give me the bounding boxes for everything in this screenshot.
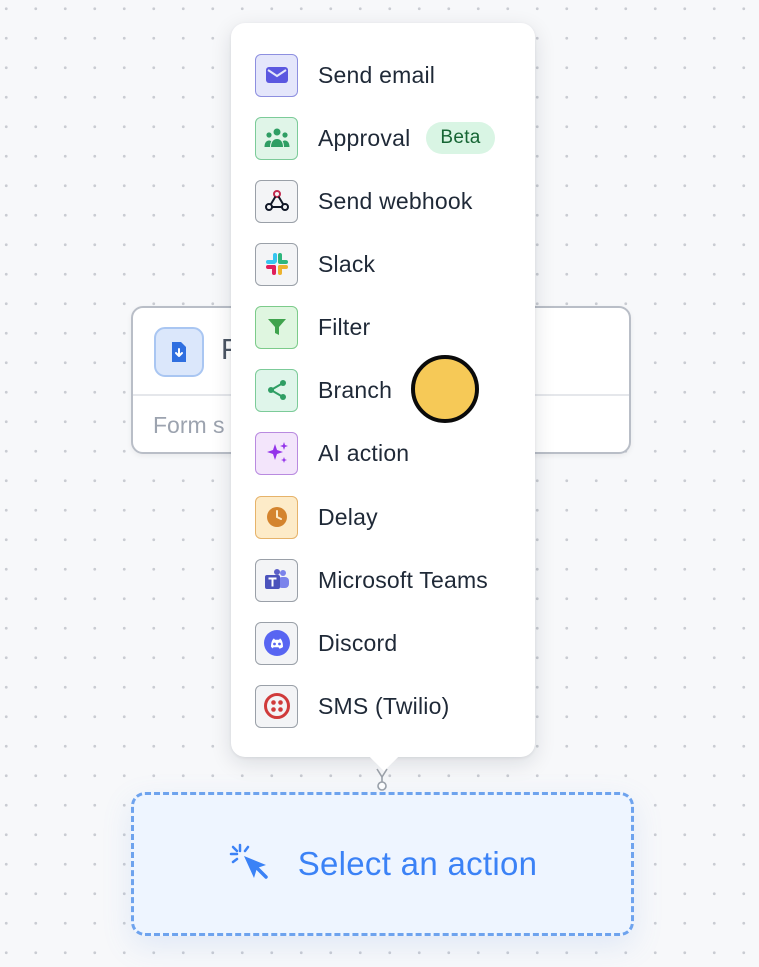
- menu-item-label: Branch: [318, 376, 393, 403]
- menu-item-label: Approval: [318, 124, 411, 151]
- menu-item-delay[interactable]: Delay: [255, 495, 525, 539]
- menu-item-send-webhook[interactable]: Send webhook: [255, 179, 525, 223]
- menu-item-label: AI action: [318, 439, 410, 466]
- menu-item-discord[interactable]: Discord: [255, 621, 525, 665]
- people-icon: [255, 116, 298, 160]
- menu-item-ai-action[interactable]: AI action: [255, 431, 525, 475]
- clock-icon: [255, 495, 298, 539]
- teams-icon: [255, 558, 298, 602]
- menu-item-send-email[interactable]: Send email: [255, 53, 525, 97]
- select-action-label: Select an action: [297, 845, 538, 882]
- sparkles-icon: [255, 431, 298, 475]
- select-action-node[interactable]: Select an action: [131, 792, 634, 936]
- trigger-subtitle: Form s: [153, 412, 225, 438]
- cursor-marker: [411, 355, 479, 423]
- menu-item-approval[interactable]: Approval Beta: [255, 116, 525, 160]
- cursor-click-icon: [229, 843, 268, 879]
- menu-item-microsoft-teams[interactable]: Microsoft Teams: [255, 558, 525, 602]
- menu-item-branch[interactable]: Branch: [255, 368, 525, 412]
- webhook-icon: [255, 179, 298, 223]
- menu-item-label: Send email: [318, 61, 436, 88]
- menu-item-label: Microsoft Teams: [318, 566, 489, 593]
- menu-item-label: Discord: [318, 629, 398, 656]
- menu-item-label: Slack: [318, 250, 376, 277]
- discord-icon: [255, 621, 298, 665]
- menu-item-label: Delay: [318, 503, 378, 530]
- menu-item-filter[interactable]: Filter: [255, 305, 525, 349]
- action-menu: Send email Approval Beta Send webhook Sl…: [231, 23, 535, 772]
- beta-badge: Beta: [426, 122, 495, 154]
- filter-icon: [255, 305, 298, 349]
- twilio-icon: [255, 684, 298, 728]
- slack-icon: [255, 242, 298, 286]
- connector-handle[interactable]: [374, 767, 390, 791]
- menu-item-label: Send webhook: [318, 187, 473, 214]
- menu-item-label: Filter: [318, 313, 371, 340]
- menu-item-sms-twilio[interactable]: SMS (Twilio): [255, 684, 525, 728]
- share-icon: [255, 368, 298, 412]
- mail-icon: [255, 53, 298, 97]
- menu-item-slack[interactable]: Slack: [255, 242, 525, 286]
- menu-item-label: SMS (Twilio): [318, 692, 450, 719]
- file-download-icon: [154, 327, 204, 377]
